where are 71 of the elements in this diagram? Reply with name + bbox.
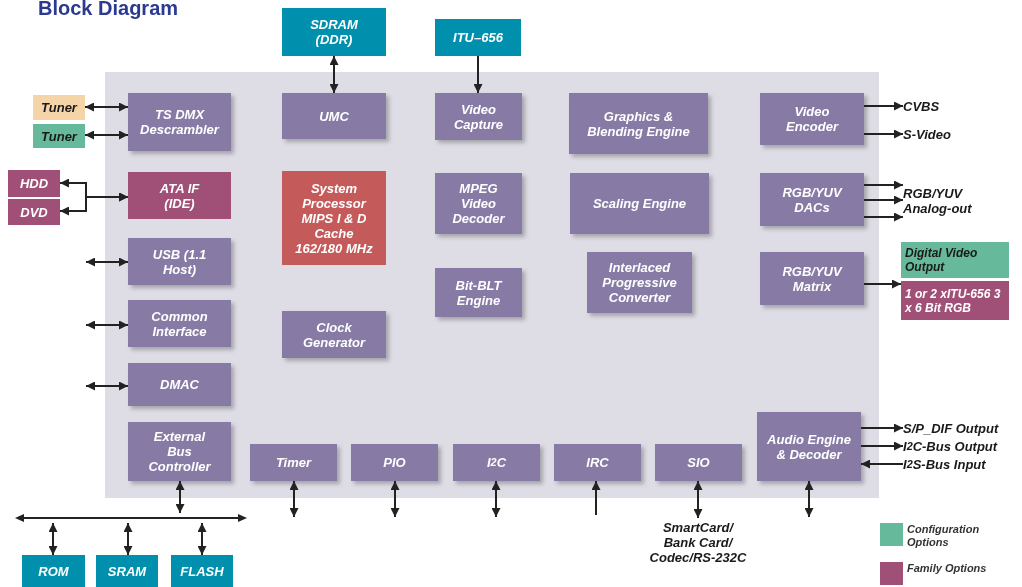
legend-label: Family Options <box>907 562 988 575</box>
block-box: PIO <box>351 444 438 481</box>
block-box: ROM <box>22 555 85 587</box>
signal-label: S/P_DIF Output <box>903 420 1018 436</box>
block-box: FLASH <box>171 555 233 587</box>
arrow <box>85 320 129 330</box>
arrow <box>860 441 904 451</box>
block-box: MPEG Video Decoder <box>435 173 522 234</box>
block-box: IRC <box>554 444 641 481</box>
arrow <box>863 212 904 222</box>
block-box: SDRAM (DDR) <box>282 8 386 56</box>
block-box: RGB/YUV Matrix <box>760 252 864 305</box>
arrow <box>123 522 133 556</box>
block-box: ATA IF (IDE) <box>128 172 231 219</box>
arrow <box>863 101 904 111</box>
block-box: Bit-BLT Engine <box>435 268 522 317</box>
arrow <box>860 423 904 433</box>
arrow <box>48 522 58 556</box>
arrow <box>863 180 904 190</box>
block-box: DMAC <box>128 363 231 406</box>
block-box: 1 or 2 xITU-656 3 x 6 Bit RGB <box>901 281 1009 320</box>
arrow <box>84 130 129 140</box>
block-box: Graphics & Blending Engine <box>569 93 708 154</box>
block-box: System Processor MIPS I & D Cache 162/180 MHz <box>282 171 386 265</box>
arrow <box>329 55 339 94</box>
arrow <box>491 480 501 518</box>
arrow <box>473 55 483 94</box>
chip-panel <box>105 72 879 498</box>
block-box: ITU–656 <box>435 19 521 56</box>
block-box: Interlaced Progressive Converter <box>587 252 692 313</box>
block-box: USB (1.1 Host) <box>128 238 231 285</box>
arrow <box>390 480 400 518</box>
block-box: Clock Generator <box>282 311 386 358</box>
legend-label: Configuration Options <box>907 523 981 549</box>
block-box: Video Capture <box>435 93 522 140</box>
arrow <box>84 102 129 112</box>
block-box: RGB/YUV DACs <box>760 173 864 226</box>
arrow <box>863 279 902 289</box>
block-box: TS DMX Descrambler <box>128 93 231 151</box>
bus-line <box>15 513 247 523</box>
arrow <box>175 480 185 514</box>
block-box: Scaling Engine <box>570 173 709 234</box>
block-box: Digital Video Output <box>901 242 1009 278</box>
arrow <box>591 480 601 516</box>
block-box: Common Interface <box>128 300 231 347</box>
arrow <box>863 195 904 205</box>
arrow <box>85 257 129 267</box>
block-box: Tuner <box>33 95 85 120</box>
arrow <box>289 480 299 518</box>
signal-label: CVBS <box>903 98 973 114</box>
arrow <box>85 381 129 391</box>
block-box: Timer <box>250 444 337 481</box>
block-box: Tuner <box>33 124 85 148</box>
signal-label: SmartCard/ Bank Card/ Codec/RS-232C <box>648 518 748 566</box>
block-box: DVD <box>8 199 60 225</box>
block-box: SRAM <box>96 555 158 587</box>
block-box: External Bus Controller <box>128 422 231 481</box>
block-box: HDD <box>8 170 60 197</box>
signal-label: S-Video <box>903 126 983 142</box>
block-box: Video Encoder <box>760 93 864 145</box>
arrow <box>804 480 814 518</box>
signal-label: RGB/YUV Analog-out <box>903 178 995 224</box>
block-box: UMC <box>282 93 386 139</box>
arrow <box>59 192 129 216</box>
arrow <box>860 459 904 469</box>
block-box: SIO <box>655 444 742 481</box>
arrow <box>197 522 207 556</box>
block-box: Audio Engine & Decoder <box>757 412 861 481</box>
arrow <box>693 480 703 519</box>
diagram-title: Block Diagram <box>38 0 179 19</box>
arrow <box>863 129 904 139</box>
